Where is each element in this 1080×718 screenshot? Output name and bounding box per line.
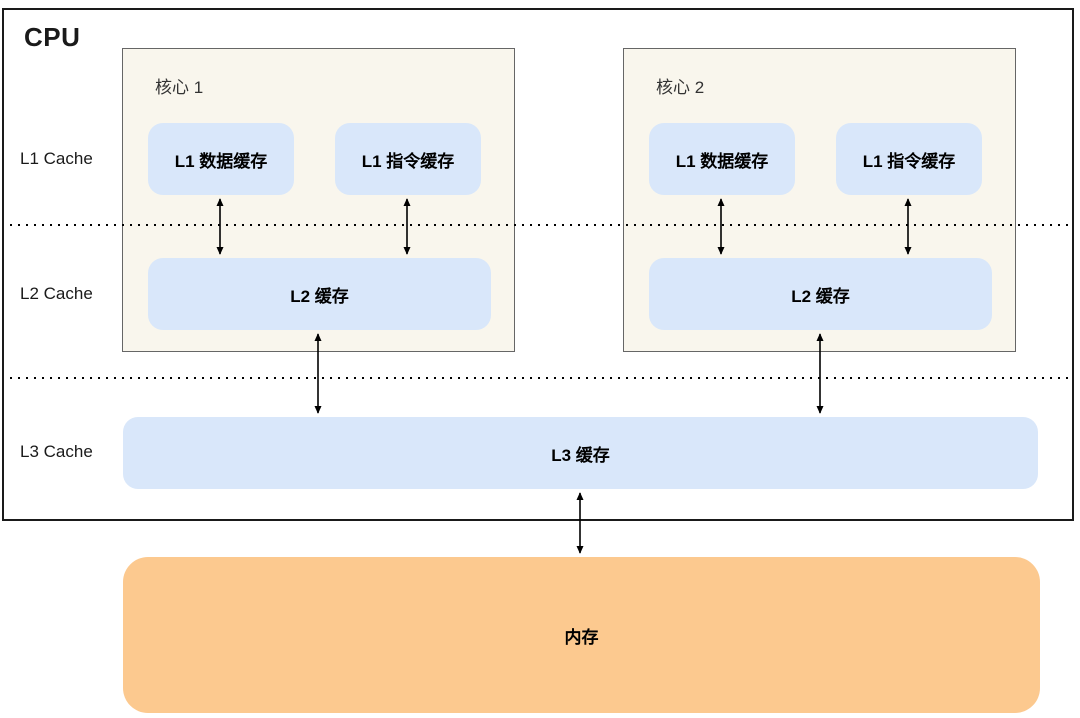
core-2-container: 核心 2 L1 数据缓存 L1 指令缓存 L2 缓存 <box>623 48 1016 352</box>
core-1-l1-instruction-cache-box: L1 指令缓存 <box>335 123 481 195</box>
memory-box: 内存 <box>123 557 1040 713</box>
row-label-l2-cache: L2 Cache <box>20 284 93 303</box>
core-2-l1-data-cache-box: L1 数据缓存 <box>649 123 795 195</box>
l2-l3-boundary-dotted-line <box>10 377 1074 379</box>
core-2-label: 核心 2 <box>656 78 705 97</box>
row-label-l1-cache: L1 Cache <box>20 149 93 168</box>
row-label-l3-cache: L3 Cache <box>20 442 93 461</box>
l3-cache-box: L3 缓存 <box>123 417 1038 489</box>
core-1-l2-cache-box: L2 缓存 <box>148 258 491 330</box>
core-1-container: 核心 1 L1 数据缓存 L1 指令缓存 L2 缓存 <box>122 48 515 352</box>
core-1-l1-data-cache-box: L1 数据缓存 <box>148 123 294 195</box>
l1-l2-boundary-dotted-line <box>10 224 1074 226</box>
core-2-l1-instruction-cache-box: L1 指令缓存 <box>836 123 982 195</box>
cpu-title: CPU <box>24 22 81 52</box>
core-2-l2-cache-box: L2 缓存 <box>649 258 992 330</box>
core-1-label: 核心 1 <box>155 78 204 97</box>
